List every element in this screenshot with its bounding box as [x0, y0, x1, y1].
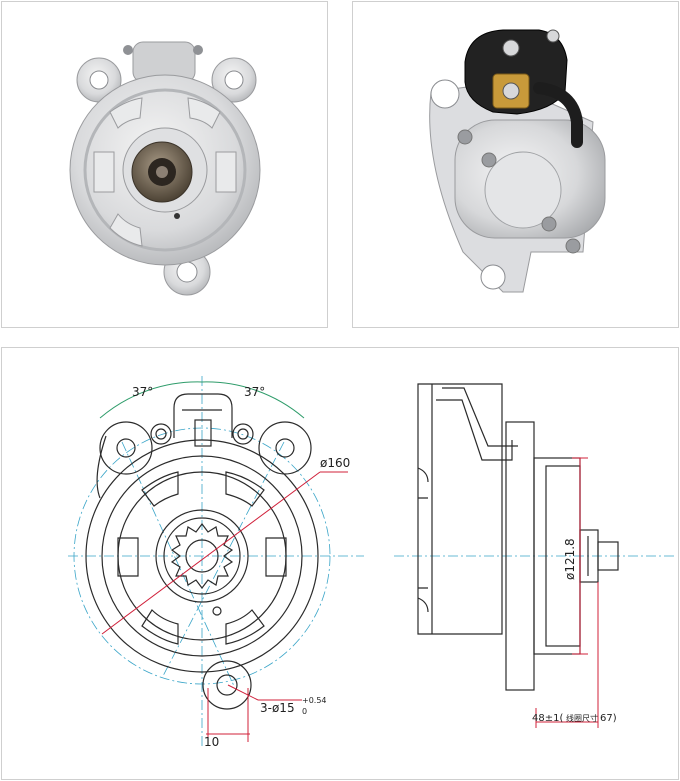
front-view-drawing [68, 376, 364, 748]
front-view-illustration [69, 41, 261, 296]
angle-left-label: 37° [132, 385, 153, 399]
angle-right-label: 37° [244, 385, 265, 399]
diameter-leader [101, 471, 348, 742]
holes-label: 3-ø15 [260, 701, 295, 715]
length-label: 48±1( [532, 713, 563, 724]
drawing-canvas: 37° 37° ø160 3-ø15 +0.54 0 10 [68, 376, 674, 749]
side-dimensions [535, 457, 599, 728]
photo-rear-view [352, 1, 679, 328]
rear-view-illustration [429, 29, 606, 293]
length-dimension-label: 48±1( 线圈尺寸 67) [532, 713, 617, 724]
length-value: 67) [600, 713, 617, 724]
technical-drawing: 37° 37° ø160 3-ø15 +0.54 0 10 [1, 347, 679, 780]
holes-tol-upper: +0.54 [302, 696, 327, 705]
pilot-diameter-label: ø121.8 [563, 538, 577, 580]
diameter-flange-label: ø160 [320, 456, 350, 470]
angle-dimensions [99, 381, 305, 419]
length-note: 线圈尺寸 [566, 713, 598, 723]
photo-front-view [1, 1, 328, 328]
holes-tol-lower: 0 [302, 707, 307, 716]
offset-label: 10 [204, 735, 219, 749]
side-view-drawing [394, 383, 674, 691]
